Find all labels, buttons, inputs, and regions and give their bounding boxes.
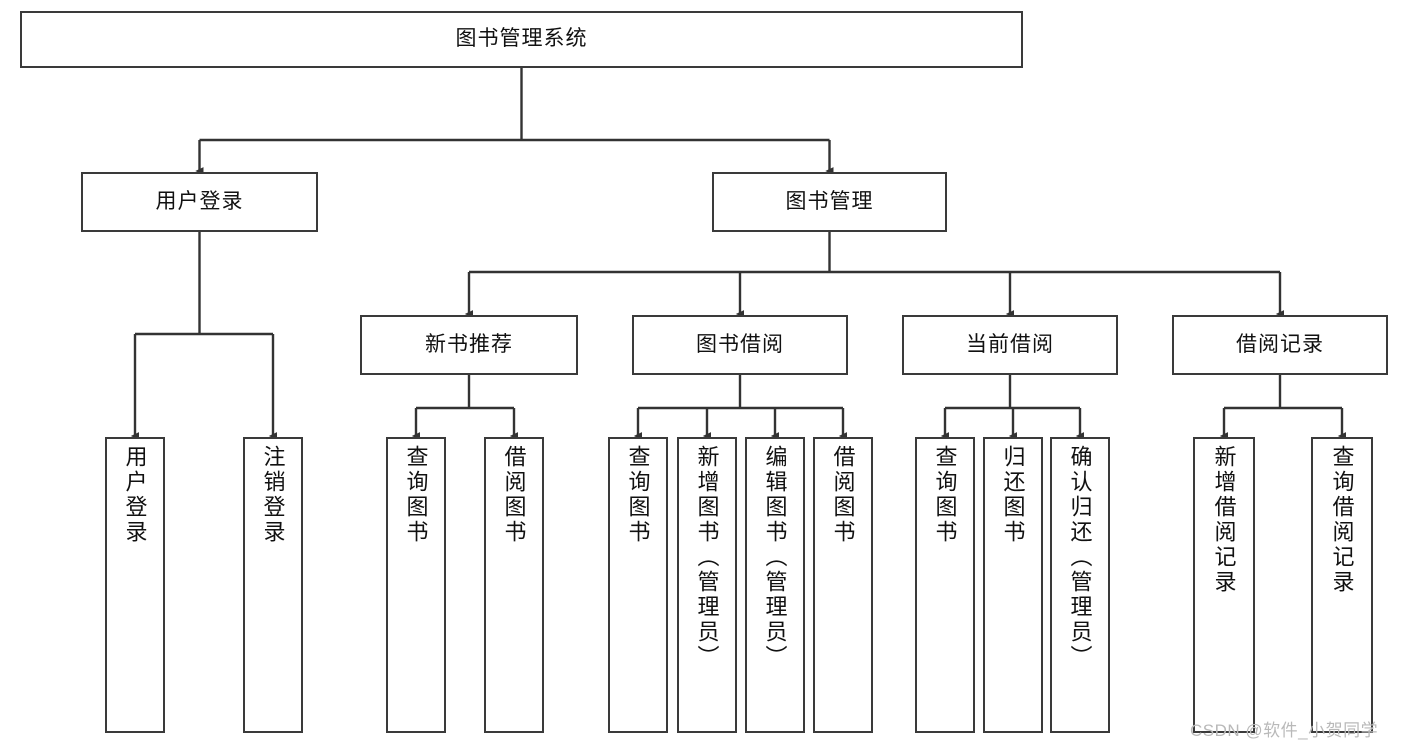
node-label: 查询图书 xyxy=(403,445,429,545)
node-b1: 查询图书 xyxy=(608,437,668,733)
csdn-watermark: CSDN @软件_小贺同学 xyxy=(1190,721,1379,740)
node-l1: 用户登录 xyxy=(105,437,165,733)
node-c1: 查询图书 xyxy=(915,437,975,733)
node-r1: 新增借阅记录 xyxy=(1193,437,1255,733)
node-label: 借阅图书 xyxy=(830,445,856,545)
node-bookmgmt: 图书管理 xyxy=(712,172,947,232)
node-label: 用户登录 xyxy=(155,189,244,213)
node-current: 当前借阅 xyxy=(902,315,1118,375)
node-label: 注销登录 xyxy=(260,445,286,545)
node-label: 图书管理系统 xyxy=(455,27,588,51)
node-label: 借阅记录 xyxy=(1236,332,1324,356)
node-root: 图书管理系统 xyxy=(20,11,1023,68)
node-label: 当前借阅 xyxy=(966,332,1054,356)
node-label: 确认归还（管理员） xyxy=(1067,445,1093,670)
node-label: 编辑图书（管理员） xyxy=(762,445,788,670)
node-borrow: 图书借阅 xyxy=(632,315,848,375)
node-newbook: 新书推荐 xyxy=(360,315,578,375)
node-label: 新书推荐 xyxy=(425,332,513,356)
node-r2: 查询借阅记录 xyxy=(1311,437,1373,733)
node-c2: 归还图书 xyxy=(983,437,1043,733)
node-b3: 编辑图书（管理员） xyxy=(745,437,805,733)
node-b4: 借阅图书 xyxy=(813,437,873,733)
node-label: 图书管理 xyxy=(785,189,874,213)
node-label: 借阅图书 xyxy=(501,445,527,545)
node-b2: 新增图书（管理员） xyxy=(677,437,737,733)
node-login: 用户登录 xyxy=(81,172,318,232)
node-n1: 查询图书 xyxy=(386,437,446,733)
node-label: 查询图书 xyxy=(932,445,958,545)
node-label: 查询借阅记录 xyxy=(1329,445,1355,595)
node-l2: 注销登录 xyxy=(243,437,303,733)
node-label: 新增借阅记录 xyxy=(1211,445,1237,595)
node-records: 借阅记录 xyxy=(1172,315,1388,375)
node-label: 图书借阅 xyxy=(696,332,784,356)
node-c3: 确认归还（管理员） xyxy=(1050,437,1110,733)
node-label: 用户登录 xyxy=(122,445,148,545)
node-label: 查询图书 xyxy=(625,445,651,545)
node-n2: 借阅图书 xyxy=(484,437,544,733)
node-label: 新增图书（管理员） xyxy=(694,445,720,670)
node-label: 归还图书 xyxy=(1000,445,1026,545)
connectors-group xyxy=(130,68,1347,440)
